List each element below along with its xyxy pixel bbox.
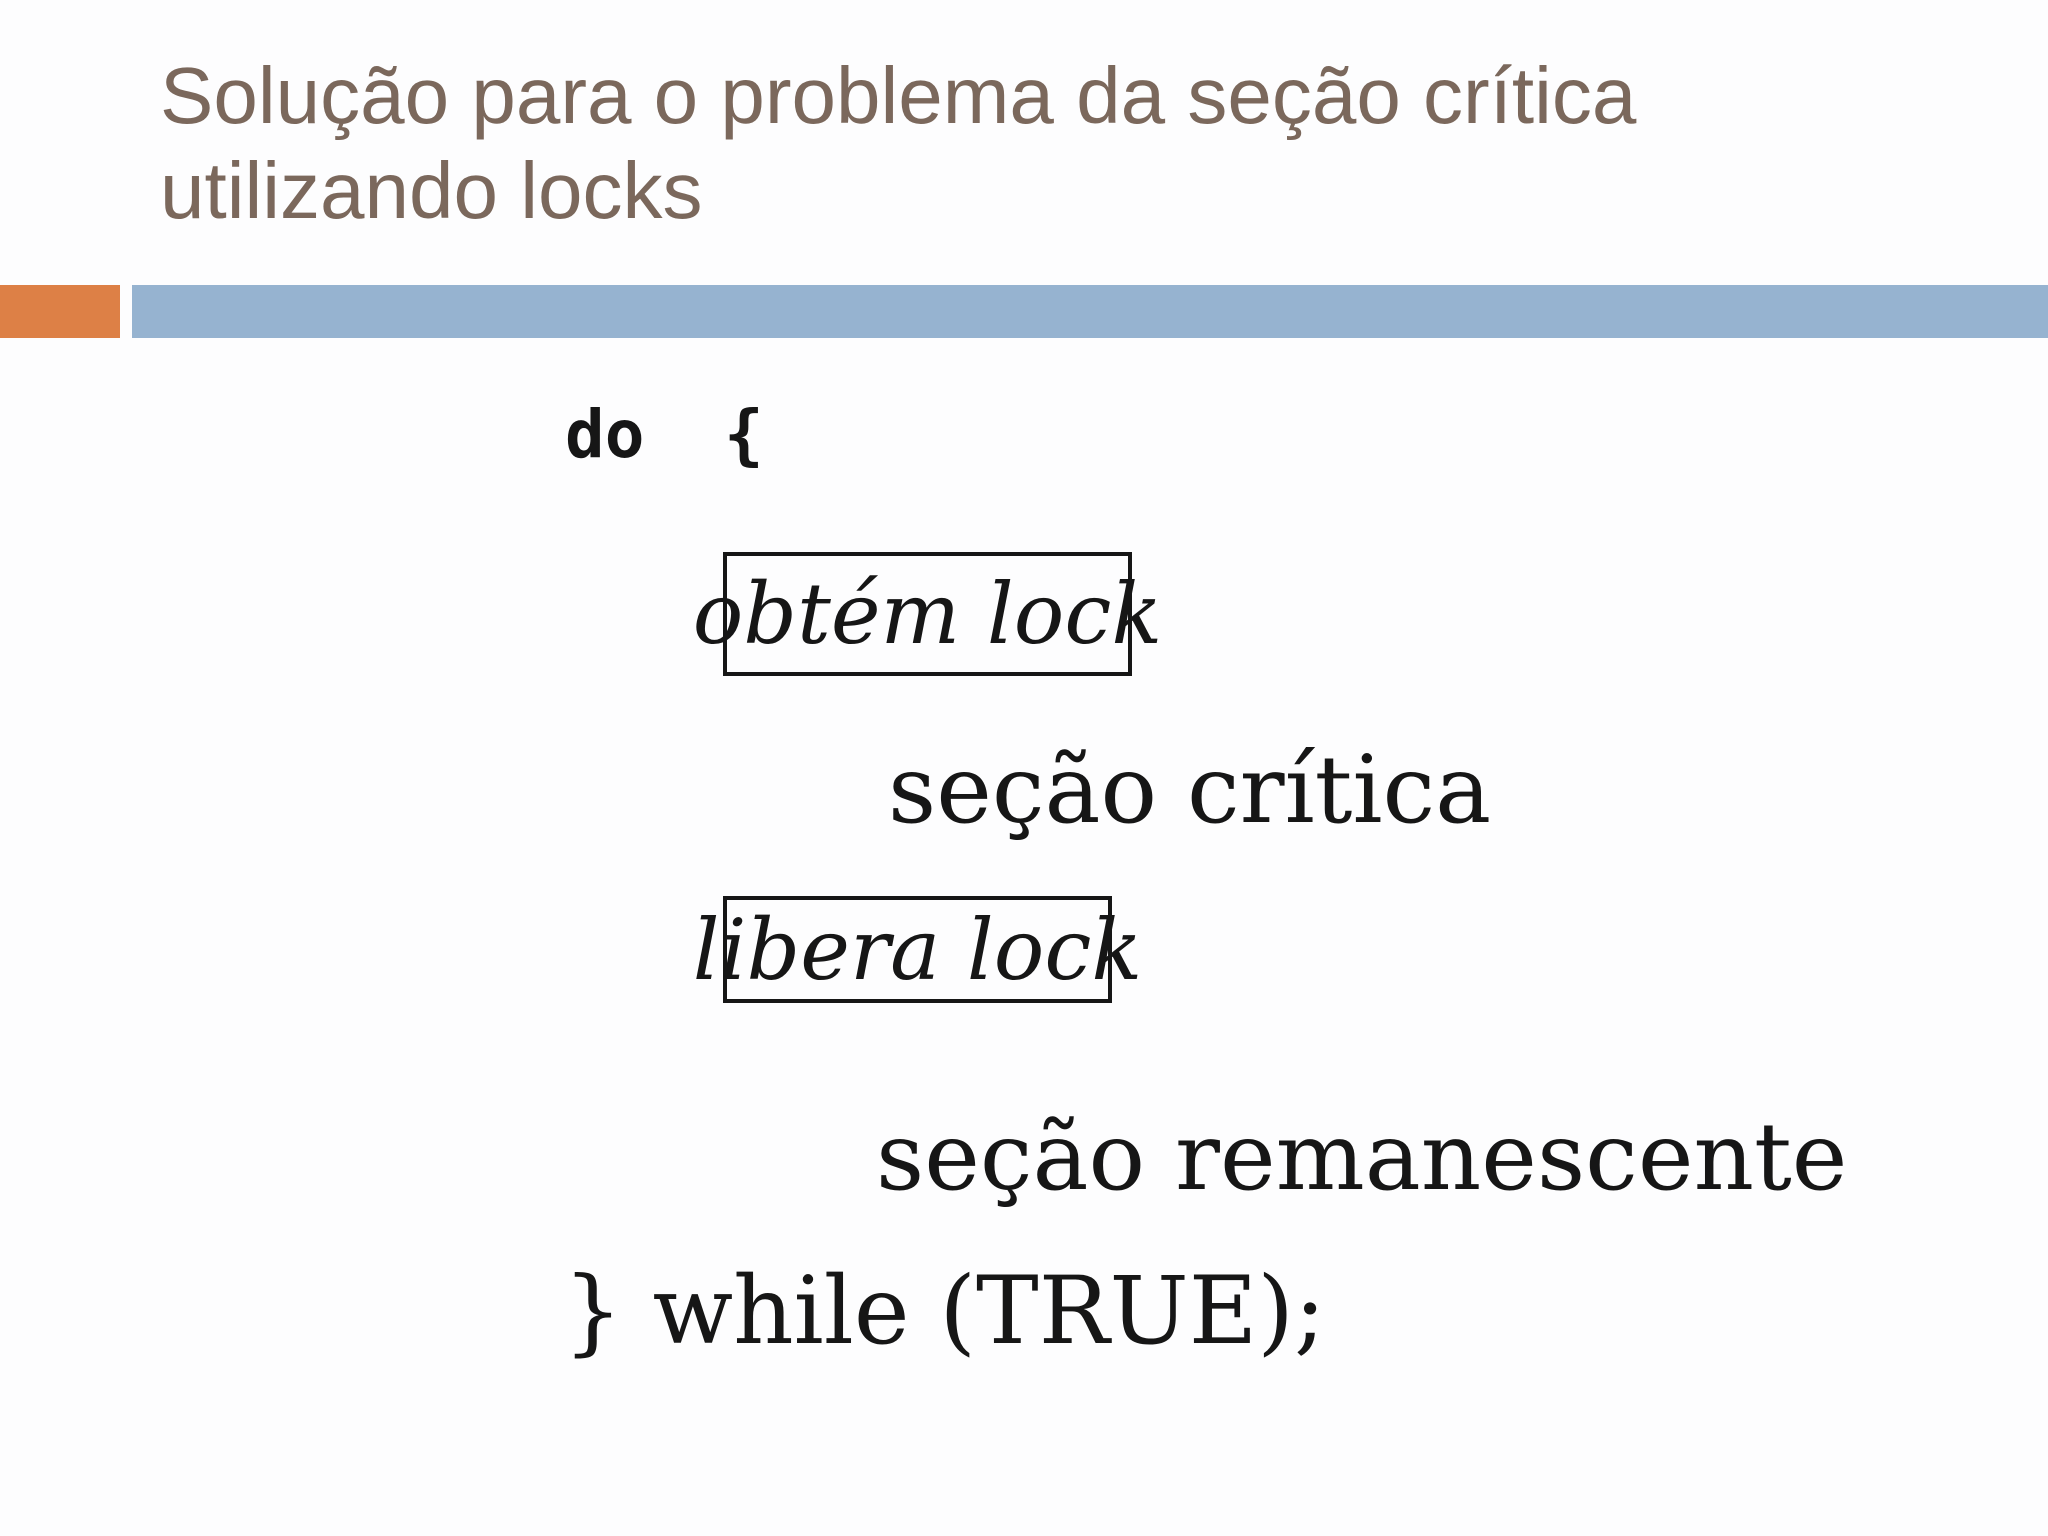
orange-accent-block bbox=[0, 285, 120, 338]
slide-title: Solução para o problema da seção crítica… bbox=[160, 51, 1637, 236]
accent-bar bbox=[0, 285, 2048, 338]
lock-loop-figure: do { obtém lock seção crítica libera loc… bbox=[0, 338, 2048, 1536]
acquire-lock-box: obtém lock bbox=[693, 552, 1162, 676]
release-lock-box: libera lock bbox=[693, 896, 1142, 1003]
remainder-section-label: seção remanescente bbox=[876, 1103, 1848, 1212]
while-statement: } while (TRUE); bbox=[563, 1257, 1326, 1366]
do-statement: do { bbox=[565, 396, 764, 473]
critical-section-label: seção crítica bbox=[888, 736, 1492, 845]
acquire-lock-label: obtém lock bbox=[692, 565, 1163, 663]
release-lock-label: libera lock bbox=[692, 900, 1143, 999]
blue-accent-block bbox=[132, 285, 2048, 338]
